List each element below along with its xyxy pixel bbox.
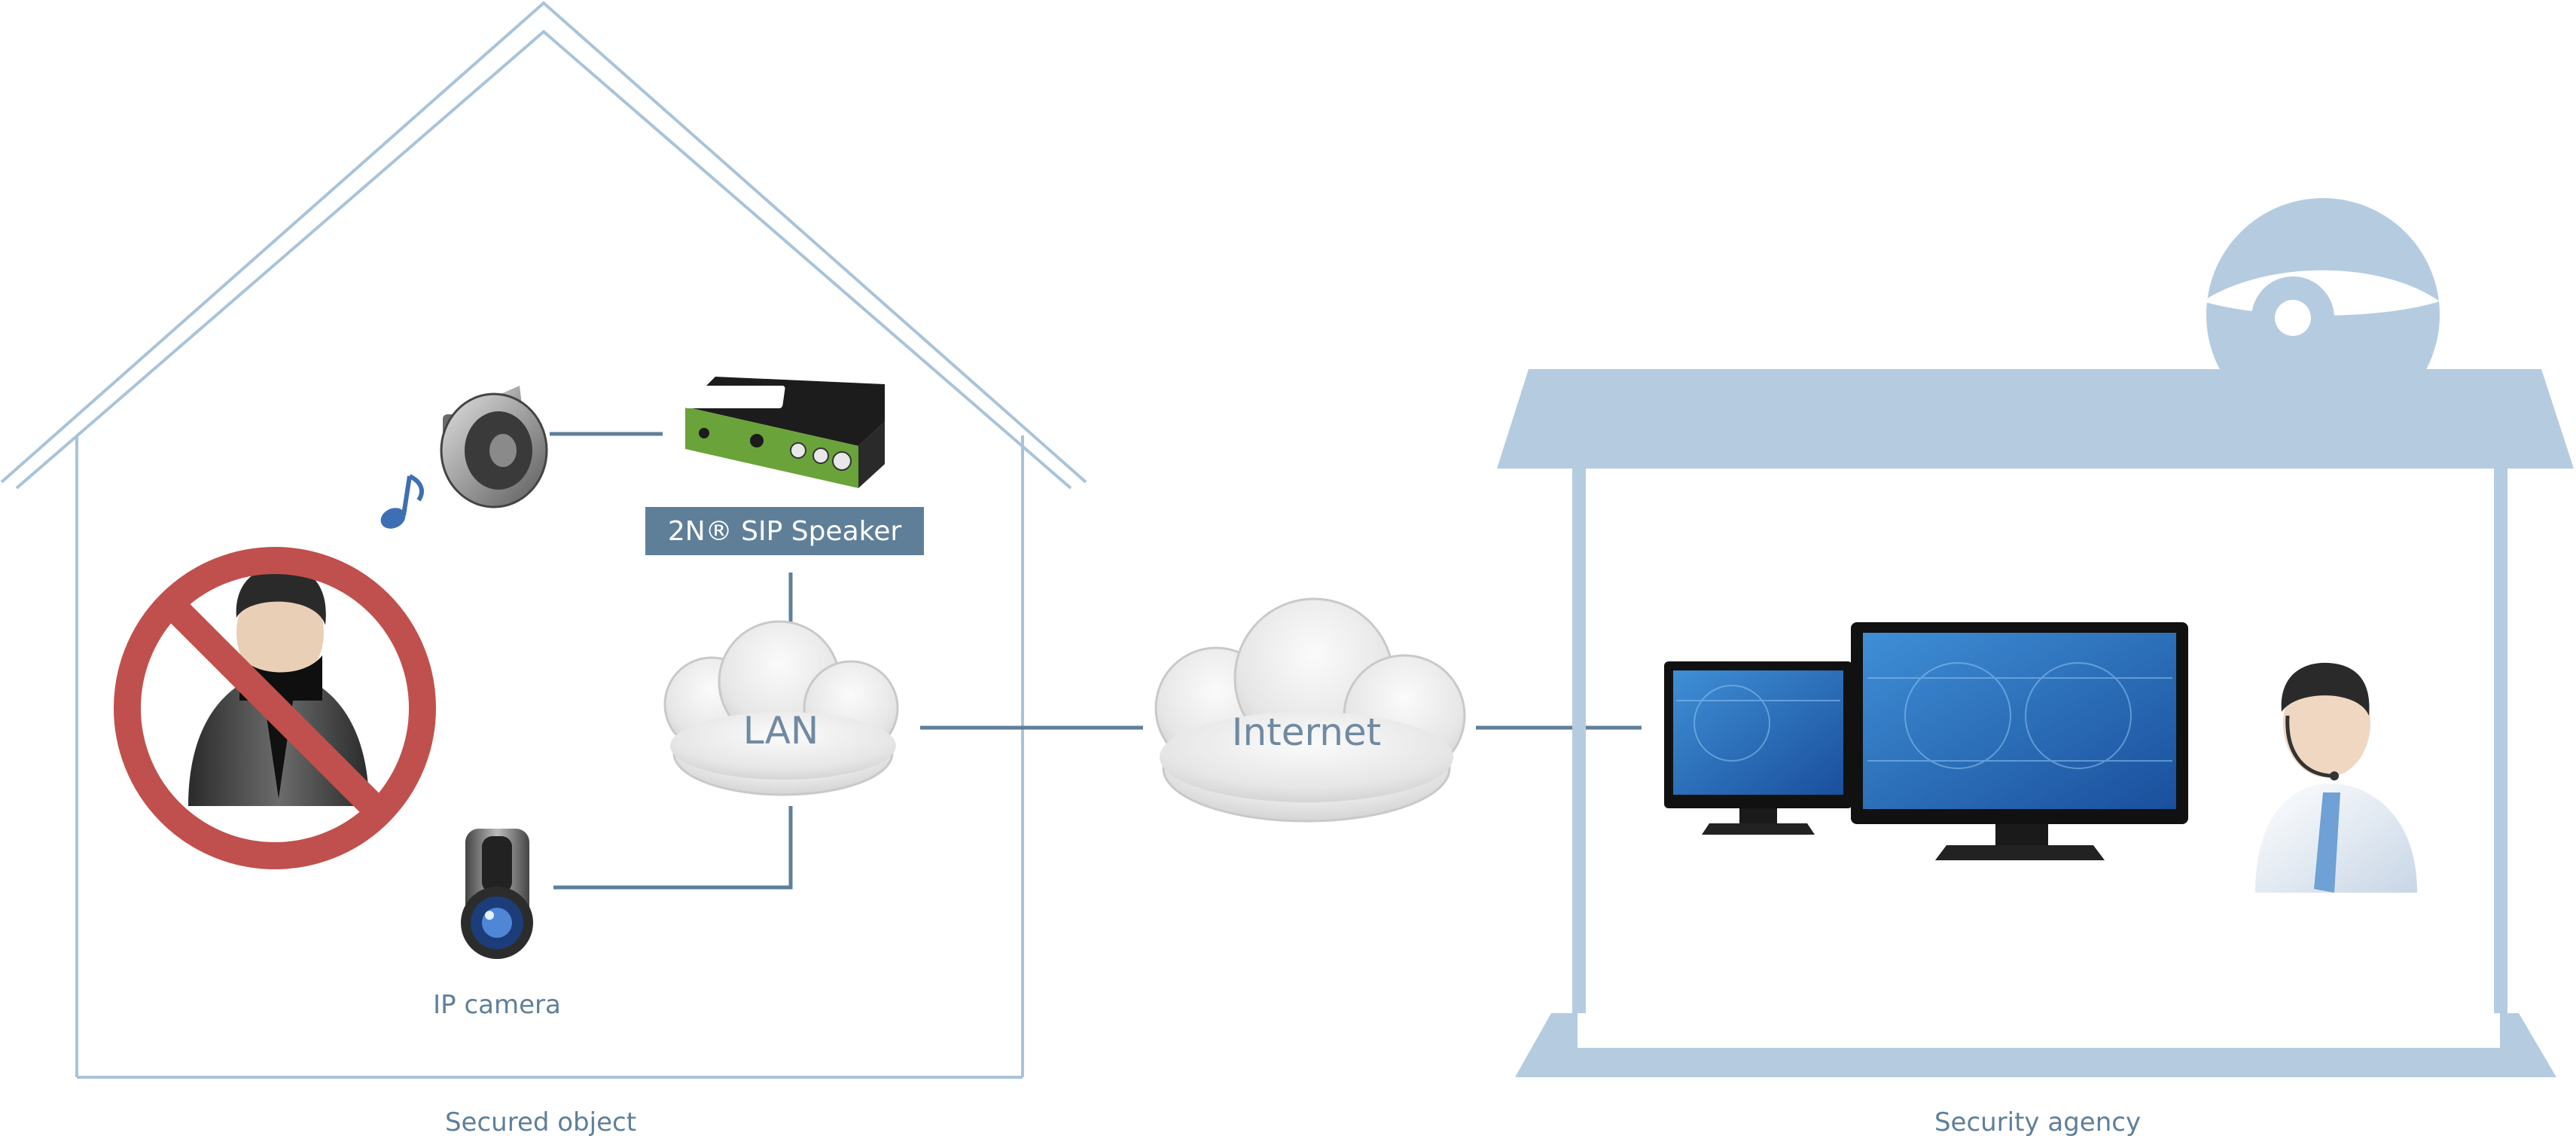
monitor-icon <box>1664 622 2188 860</box>
lan-label: LAN <box>742 709 819 753</box>
security-agency-building <box>1497 198 2574 1077</box>
music-note-icon <box>380 474 424 529</box>
secured-object-label: Secured object <box>444 1107 637 1137</box>
sip-speaker-device-icon: 2N <box>684 377 885 488</box>
ip-camera-icon <box>461 829 533 959</box>
secured-object-house <box>0 1 1087 1079</box>
lan-connectors <box>550 432 1642 890</box>
speaker-icon <box>440 386 548 508</box>
sip-speaker-label: 2N® SIP Speaker <box>645 507 924 555</box>
lan-cloud-icon <box>663 620 899 796</box>
security-agency-label: Security agency <box>1934 1107 2142 1137</box>
device-logo-text: 2N <box>783 387 813 410</box>
internet-cloud-icon <box>1154 597 1466 823</box>
ip-camera-label: IP camera <box>433 990 561 1020</box>
no-entry-icon <box>114 547 436 869</box>
internet-label: Internet <box>1231 710 1382 754</box>
operator-icon <box>2255 662 2417 893</box>
